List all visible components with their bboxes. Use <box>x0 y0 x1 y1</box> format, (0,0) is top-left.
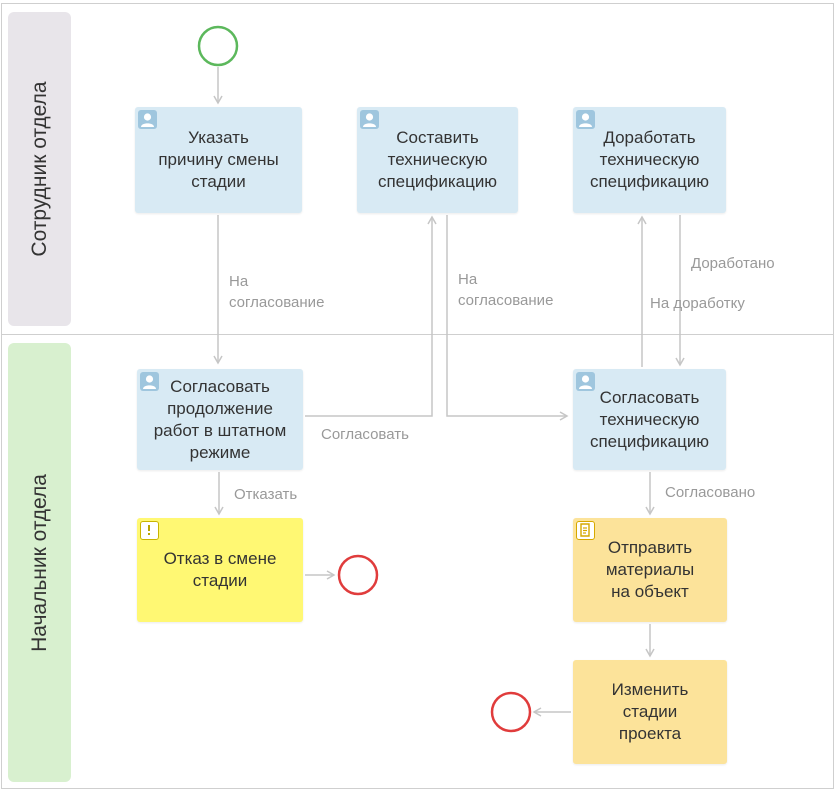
end-event-complete <box>490 691 532 733</box>
task-approve-continue[interactable]: Согласовать продолжение работ в штатном … <box>137 369 303 470</box>
user-icon <box>138 110 157 129</box>
edge-label-to-approval-1: На согласование <box>229 273 325 311</box>
task-label: Указать причину смены стадии <box>158 128 279 191</box>
user-icon <box>576 372 595 391</box>
task-revise-spec[interactable]: Доработать техническую спецификацию <box>573 107 726 213</box>
connector-approve <box>305 215 437 417</box>
lane-header-head: Начальник отдела <box>8 343 71 782</box>
task-approve-spec[interactable]: Согласовать техническую спецификацию <box>573 369 726 470</box>
user-icon <box>576 110 595 129</box>
end-event-refuse <box>337 554 379 596</box>
lane-head <box>1 334 834 789</box>
user-icon <box>360 110 379 129</box>
connector-to-approval-2 <box>446 215 569 421</box>
task-label: Отправить материалы на объект <box>605 538 695 601</box>
edge-label-refuse: Отказать <box>234 486 298 503</box>
start-event <box>197 25 239 67</box>
task-label: Отказ в смене стадии <box>163 549 277 590</box>
task-compose-spec[interactable]: Составить техническую спецификацию <box>357 107 518 213</box>
task-label: Согласовать техническую спецификацию <box>589 387 710 451</box>
task-refuse-change[interactable]: Отказ в смене стадии <box>137 518 303 622</box>
task-label: Согласовать продолжение работ в штатном … <box>153 376 287 462</box>
lane-header-employee: Сотрудник отдела <box>8 12 71 326</box>
script-icon <box>576 521 595 540</box>
task-specify-reason[interactable]: Указать причину смены стадии <box>135 107 302 213</box>
task-label: Составить техническую спецификацию <box>377 128 498 191</box>
edge-label-to-revision: На доработку <box>650 295 745 312</box>
task-label: Доработать техническую спецификацию <box>589 128 710 191</box>
edge-label-revised: Доработано <box>691 255 775 272</box>
edge-label-approve: Согласовать <box>321 426 409 443</box>
task-send-materials[interactable]: Отправить материалы на объект <box>573 518 727 622</box>
edge-label-approved: Согласовано <box>665 484 756 501</box>
task-change-stages[interactable]: Изменить стадии проекта <box>573 660 727 764</box>
task-label: Изменить стадии проекта <box>611 680 689 743</box>
edge-label-to-approval-2: На согласование <box>458 271 554 309</box>
user-icon <box>140 372 159 391</box>
alert-icon <box>140 521 159 540</box>
